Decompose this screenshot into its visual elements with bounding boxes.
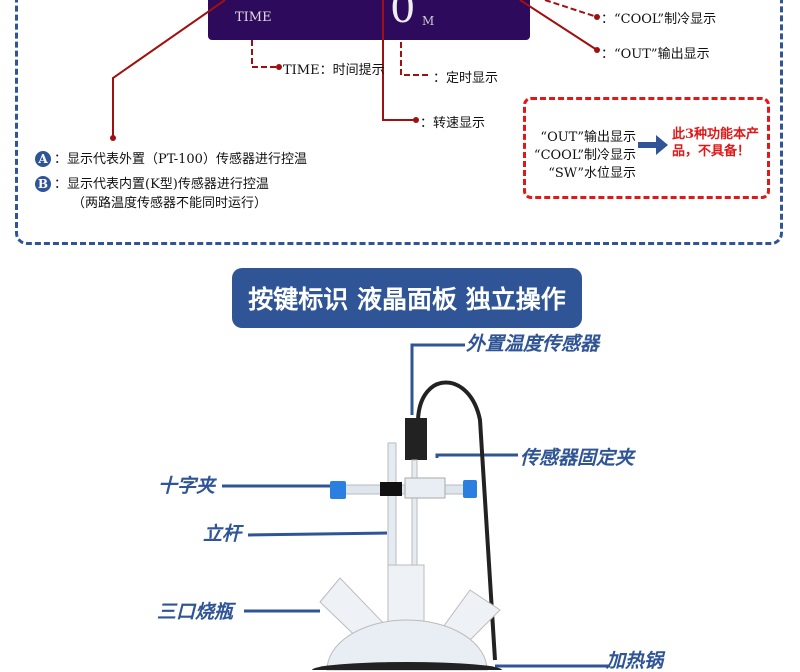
unavailable-list: “OUT”输出显示 “COOL”制冷显示 “SW”水位显示 xyxy=(532,129,636,183)
sensor-cable xyxy=(416,380,497,661)
callout-lines xyxy=(110,0,600,141)
cross-clamp-knob-right xyxy=(463,480,477,498)
unavailable-item: “COOL”制冷显示 xyxy=(533,148,636,163)
callout-cool: ：“COOL”制冷显示 xyxy=(601,12,717,27)
label-cross-clamp: 十字夹 xyxy=(158,475,216,497)
flask-neck xyxy=(387,564,425,626)
note-b: B：显示代表内置(K型)传感器进行控温 xyxy=(35,173,269,192)
section-banner: 按键标识 液晶面板 独立操作 xyxy=(232,268,582,328)
note-a: A：显示代表外置（PT-100）传感器进行控温 xyxy=(35,148,307,167)
callout-timer: ：定时显示 xyxy=(433,71,499,86)
label-rod: 立杆 xyxy=(203,523,242,545)
badge-a: A xyxy=(35,151,51,167)
lcd-display: TIME 0 M xyxy=(208,0,530,40)
unavailable-item: “OUT”输出显示 xyxy=(540,130,636,145)
note-b-text: ：显示代表内置(K型)传感器进行控温 xyxy=(54,177,269,192)
label-flask: 三口烧瓶 xyxy=(157,601,234,623)
label-sensor-clamp: 传感器固定夹 xyxy=(520,447,635,469)
apparatus-illustration xyxy=(222,343,610,671)
unavailable-note: 此3种功能本产品，不具备！ xyxy=(672,127,760,159)
sensor-clamp xyxy=(404,477,446,499)
arrow-right-icon xyxy=(638,135,668,155)
lcd-time-label: TIME xyxy=(235,10,272,25)
note-a-text: ：显示代表外置（PT-100）传感器进行控温 xyxy=(54,152,307,167)
label-sensor: 外置温度传感器 xyxy=(466,333,600,355)
unavailable-box xyxy=(523,97,770,199)
display-legend-panel xyxy=(15,0,783,245)
lcd-unit: M xyxy=(422,14,435,28)
label-heating-pot: 加热锅 xyxy=(606,650,664,672)
cross-clamp xyxy=(380,482,402,496)
heating-pot xyxy=(312,662,502,670)
callout-speed: ：转速显示 xyxy=(420,116,486,131)
callout-time: TIME：时间提示 xyxy=(283,63,385,78)
lcd-digit: 0 xyxy=(390,0,416,32)
sensor-probe xyxy=(405,418,427,460)
callout-out: ：“OUT”输出显示 xyxy=(601,47,710,62)
cross-clamp-knob-left xyxy=(330,481,346,499)
badge-b: B xyxy=(35,176,51,192)
note-b-sub: （两路温度传感器不能同时运行） xyxy=(72,196,268,211)
flask-body xyxy=(326,619,488,671)
unavailable-item: “SW”水位显示 xyxy=(548,166,636,181)
